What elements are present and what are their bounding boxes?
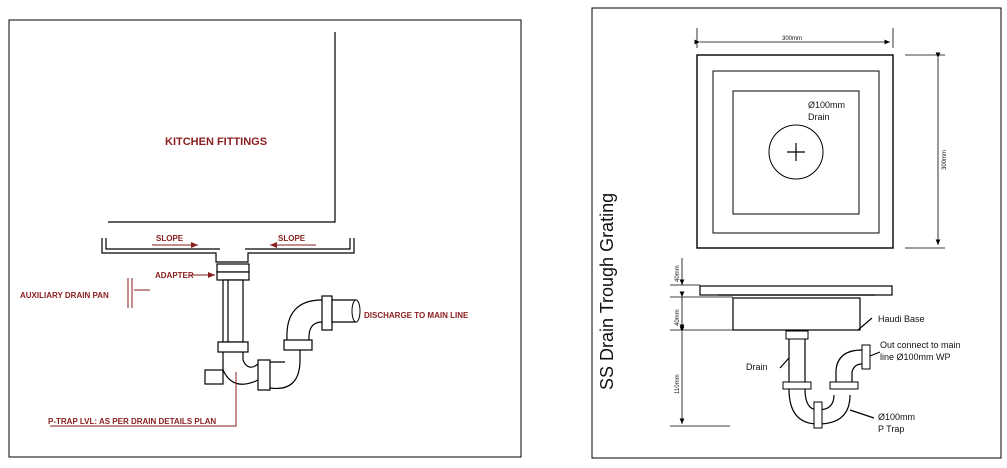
ptrap-riser [269, 350, 301, 390]
ptrap-level-leader [50, 372, 237, 427]
left-frame [8, 19, 522, 458]
ptrap-name-label: P Trap [878, 424, 904, 434]
width-dim-label: 300mm [782, 36, 802, 42]
drain-label: Drain [808, 112, 830, 122]
drain-pan-inner [105, 238, 351, 250]
ptrap-size-label: Ø100mm [878, 412, 915, 422]
slope-right-label: SLOPE [278, 234, 306, 243]
right-panel: SS Drain Trough Grating Ø100mm Drain 300… [591, 7, 1002, 459]
adapter-label: ADAPTER [155, 271, 194, 280]
grating-outer [696, 54, 894, 249]
dim-mid-label: 40mm [675, 309, 681, 326]
out-connect-label-2: line Ø100mm WP [880, 352, 951, 362]
left-panel: KITCHEN FITTINGS SLOPE SLOPE ADAPTER DIS… [8, 19, 522, 458]
drain-fitting [785, 330, 809, 340]
drain-label-section: Drain [746, 362, 768, 372]
discharge-label: DISCHARGE TO MAIN LINE [364, 311, 469, 320]
ptrap-collar-top [217, 341, 249, 353]
adapter-bottom [216, 271, 250, 281]
grating-section-top [699, 285, 893, 296]
ptrap-collar-mid [257, 359, 271, 391]
grating-title: SS Drain Trough Grating [597, 193, 617, 390]
grating-frame [712, 70, 880, 234]
grating-inner [732, 90, 860, 215]
slope-left-label: SLOPE [156, 234, 184, 243]
ptrap-curve-inner [308, 321, 323, 341]
ptrap-level-label: P-TRAP LVL: AS PER DRAIN DETAILS PLAN [48, 417, 216, 426]
dim-top-label: 40mm [675, 265, 681, 282]
vertical-pipe [222, 279, 244, 343]
ptrap-outlet [835, 349, 863, 382]
haudi-base-label: Haudi Base [878, 314, 925, 324]
auxiliary-drain-pan [101, 238, 355, 263]
dim-low-label: 110mm [675, 374, 681, 394]
drain-riser [788, 339, 806, 382]
kitchen-fitting-outline [108, 32, 336, 223]
auxiliary-drain-pan-label: AUXILIARY DRAIN PAN [20, 291, 109, 300]
kitchen-fittings-label: KITCHEN FITTINGS [165, 136, 267, 148]
adapter-top [216, 263, 250, 273]
ptrap-collar-riser [283, 339, 313, 351]
ptrap-cleanout [204, 369, 224, 385]
ptrap-curve-outer [286, 299, 323, 341]
height-dim-label: 300mm [942, 150, 948, 170]
haudi-base [732, 297, 861, 331]
ptrap-bend-inner [242, 342, 259, 368]
discharge-collar [321, 295, 333, 331]
drain-circle [768, 124, 824, 180]
drain-size-label: Ø100mm [808, 100, 845, 110]
right-frame [591, 7, 1002, 459]
out-connect-label-1: Out connect to main [880, 340, 961, 350]
